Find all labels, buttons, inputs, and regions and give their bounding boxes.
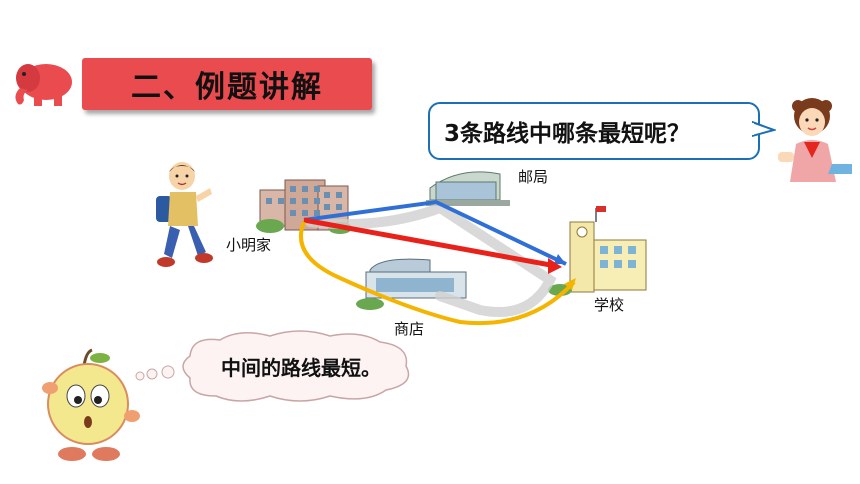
apple-character <box>42 348 140 461</box>
thought-cloud <box>135 330 410 402</box>
boy-illustration <box>156 162 213 267</box>
label-school: 学校 <box>594 296 625 314</box>
post-office-building <box>426 171 510 206</box>
bubble-tail <box>752 120 776 138</box>
girl-illustration <box>778 98 852 182</box>
elephant-icon <box>15 64 72 106</box>
school-building <box>548 206 647 296</box>
answer-text: 中间的路线最短。 <box>221 355 381 380</box>
label-home: 小明家 <box>226 236 272 254</box>
route-blue <box>303 199 567 266</box>
label-shop: 商店 <box>394 320 425 338</box>
shop-building <box>356 258 467 310</box>
question-bubble: 3条路线中哪条最短呢？ <box>428 102 760 160</box>
route-red <box>303 217 557 269</box>
route-map <box>256 171 647 326</box>
label-post-office: 邮局 <box>518 168 549 186</box>
question-text: 3条路线中哪条最短呢？ <box>444 121 691 147</box>
route-yellow <box>298 221 576 326</box>
section-title-bar: 二、例题讲解 <box>82 58 372 110</box>
section-title: 二、例题讲解 <box>131 70 323 105</box>
